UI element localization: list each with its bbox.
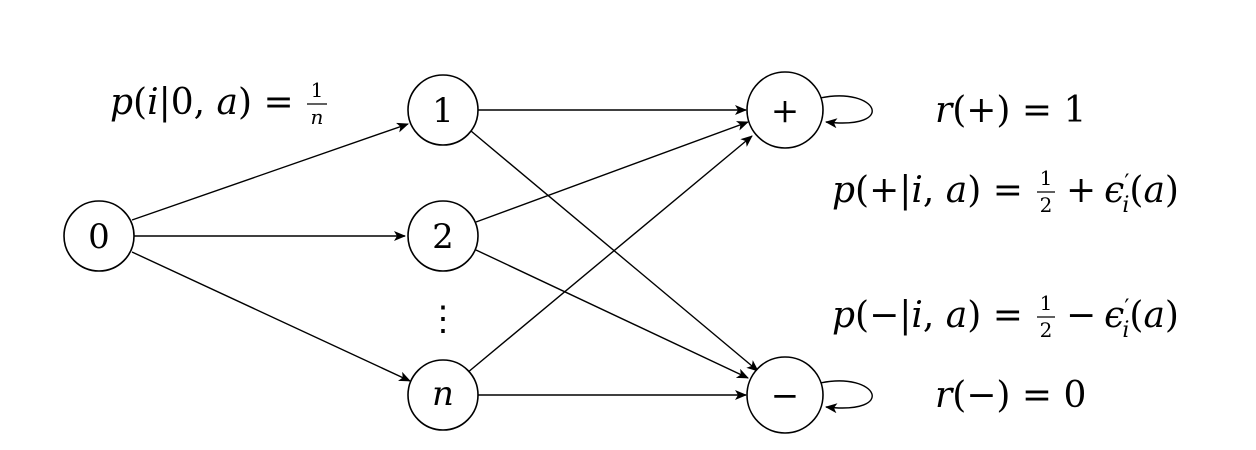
- svg-text:r(−) = 0: r(−) = 0: [935, 375, 1086, 416]
- sym-r: r: [935, 375, 954, 416]
- reward-minus-label: r(−) = 0: [935, 375, 1086, 416]
- node-n: n: [407, 359, 479, 431]
- frac-num: 1: [311, 78, 324, 102]
- sym-rest: (−) = 0: [952, 375, 1086, 416]
- node-1: 1: [407, 74, 479, 146]
- sym-r: r: [935, 90, 954, 131]
- sym-plus: +: [1066, 170, 1096, 211]
- sym-close-eq: ) =: [967, 170, 1023, 211]
- sym-open: (: [133, 82, 147, 123]
- sym-prime: ′: [1124, 171, 1129, 196]
- edge-n-to-plus: [466, 135, 753, 374]
- sym-sub-i: i: [1122, 193, 1129, 218]
- frac-den: 2: [1040, 193, 1053, 217]
- self-loop-minus: [819, 380, 873, 414]
- prob-plus-label: p(+|i, a) = 1 2 +ϵ′i(a): [832, 166, 1179, 218]
- node-n-label: n: [432, 374, 454, 414]
- sym-epsilon: ϵ: [1104, 170, 1124, 211]
- edge-0-to-1: [131, 122, 409, 221]
- node-minus-label: −: [771, 376, 800, 416]
- transition-prob-label: p(i|0, a) = 1 n: [110, 78, 327, 129]
- sym-open: (+|: [855, 170, 911, 211]
- sym-close2: ): [1165, 170, 1179, 211]
- sym-a: a: [946, 170, 967, 211]
- sym-p: p: [110, 82, 133, 123]
- frac-num: 1: [1040, 291, 1053, 315]
- sym-a: a: [217, 82, 238, 123]
- prob-minus-label: p(−|i, a) = 1 2 −ϵ′i(a): [832, 291, 1179, 343]
- node-plus-label: +: [771, 91, 800, 131]
- svg-text:r(+) = 1: r(+) = 1: [935, 90, 1086, 131]
- svg-text:p(−|i, a) =: p(−|i, a) =: [832, 295, 1023, 336]
- sym-a2: a: [1143, 170, 1164, 211]
- edge-0-to-n: [131, 251, 411, 382]
- sym-comma: ,: [923, 170, 946, 211]
- sym-open2: (: [1129, 295, 1143, 336]
- svg-text:p(i|0, a) =: p(i|0, a) =: [110, 82, 294, 123]
- sym-prime: ′: [1124, 296, 1129, 321]
- sym-p: p: [832, 170, 855, 211]
- node-2: 2: [407, 200, 479, 272]
- node-1-label: 1: [432, 91, 454, 131]
- sym-i: i: [911, 295, 923, 336]
- sym-i: i: [911, 170, 923, 211]
- sym-close-eq: ) =: [238, 82, 294, 123]
- sym-rest: (+) = 1: [952, 90, 1086, 131]
- node-minus: −: [746, 356, 824, 434]
- reward-plus-label: r(+) = 1: [935, 90, 1086, 131]
- frac-num: 1: [1040, 166, 1053, 190]
- svg-text:+ϵ′i(a): +ϵ′i(a): [1066, 170, 1179, 218]
- node-plus: +: [746, 71, 824, 149]
- sym-a2: a: [1143, 295, 1164, 336]
- sym-sub-i: i: [1122, 318, 1129, 343]
- sym-epsilon: ϵ: [1104, 295, 1124, 336]
- frac-den: 2: [1040, 318, 1053, 342]
- vertical-ellipsis: ⋮: [426, 299, 460, 339]
- node-0-label: 0: [88, 217, 110, 257]
- svg-text:p(+|i, a) =: p(+|i, a) =: [832, 170, 1023, 211]
- sym-open2: (: [1129, 170, 1143, 211]
- edges: [131, 95, 873, 414]
- frac-den: n: [311, 105, 324, 129]
- self-loop-plus: [819, 95, 873, 129]
- edge-2-to-plus: [475, 121, 749, 223]
- sym-comma: ,: [923, 295, 946, 336]
- sym-i: i: [147, 82, 159, 123]
- node-0: 0: [63, 200, 135, 272]
- sym-minus: −: [1066, 295, 1096, 336]
- sym-open: (−|: [855, 295, 911, 336]
- sym-close2: ): [1165, 295, 1179, 336]
- sym-close-eq: ) =: [967, 295, 1023, 336]
- sym-p: p: [832, 295, 855, 336]
- edge-2-to-minus: [475, 249, 749, 379]
- node-2-label: 2: [432, 217, 454, 257]
- sym-rest: |0,: [159, 82, 217, 123]
- svg-text:−ϵ′i(a): −ϵ′i(a): [1066, 295, 1179, 343]
- sym-a: a: [946, 295, 967, 336]
